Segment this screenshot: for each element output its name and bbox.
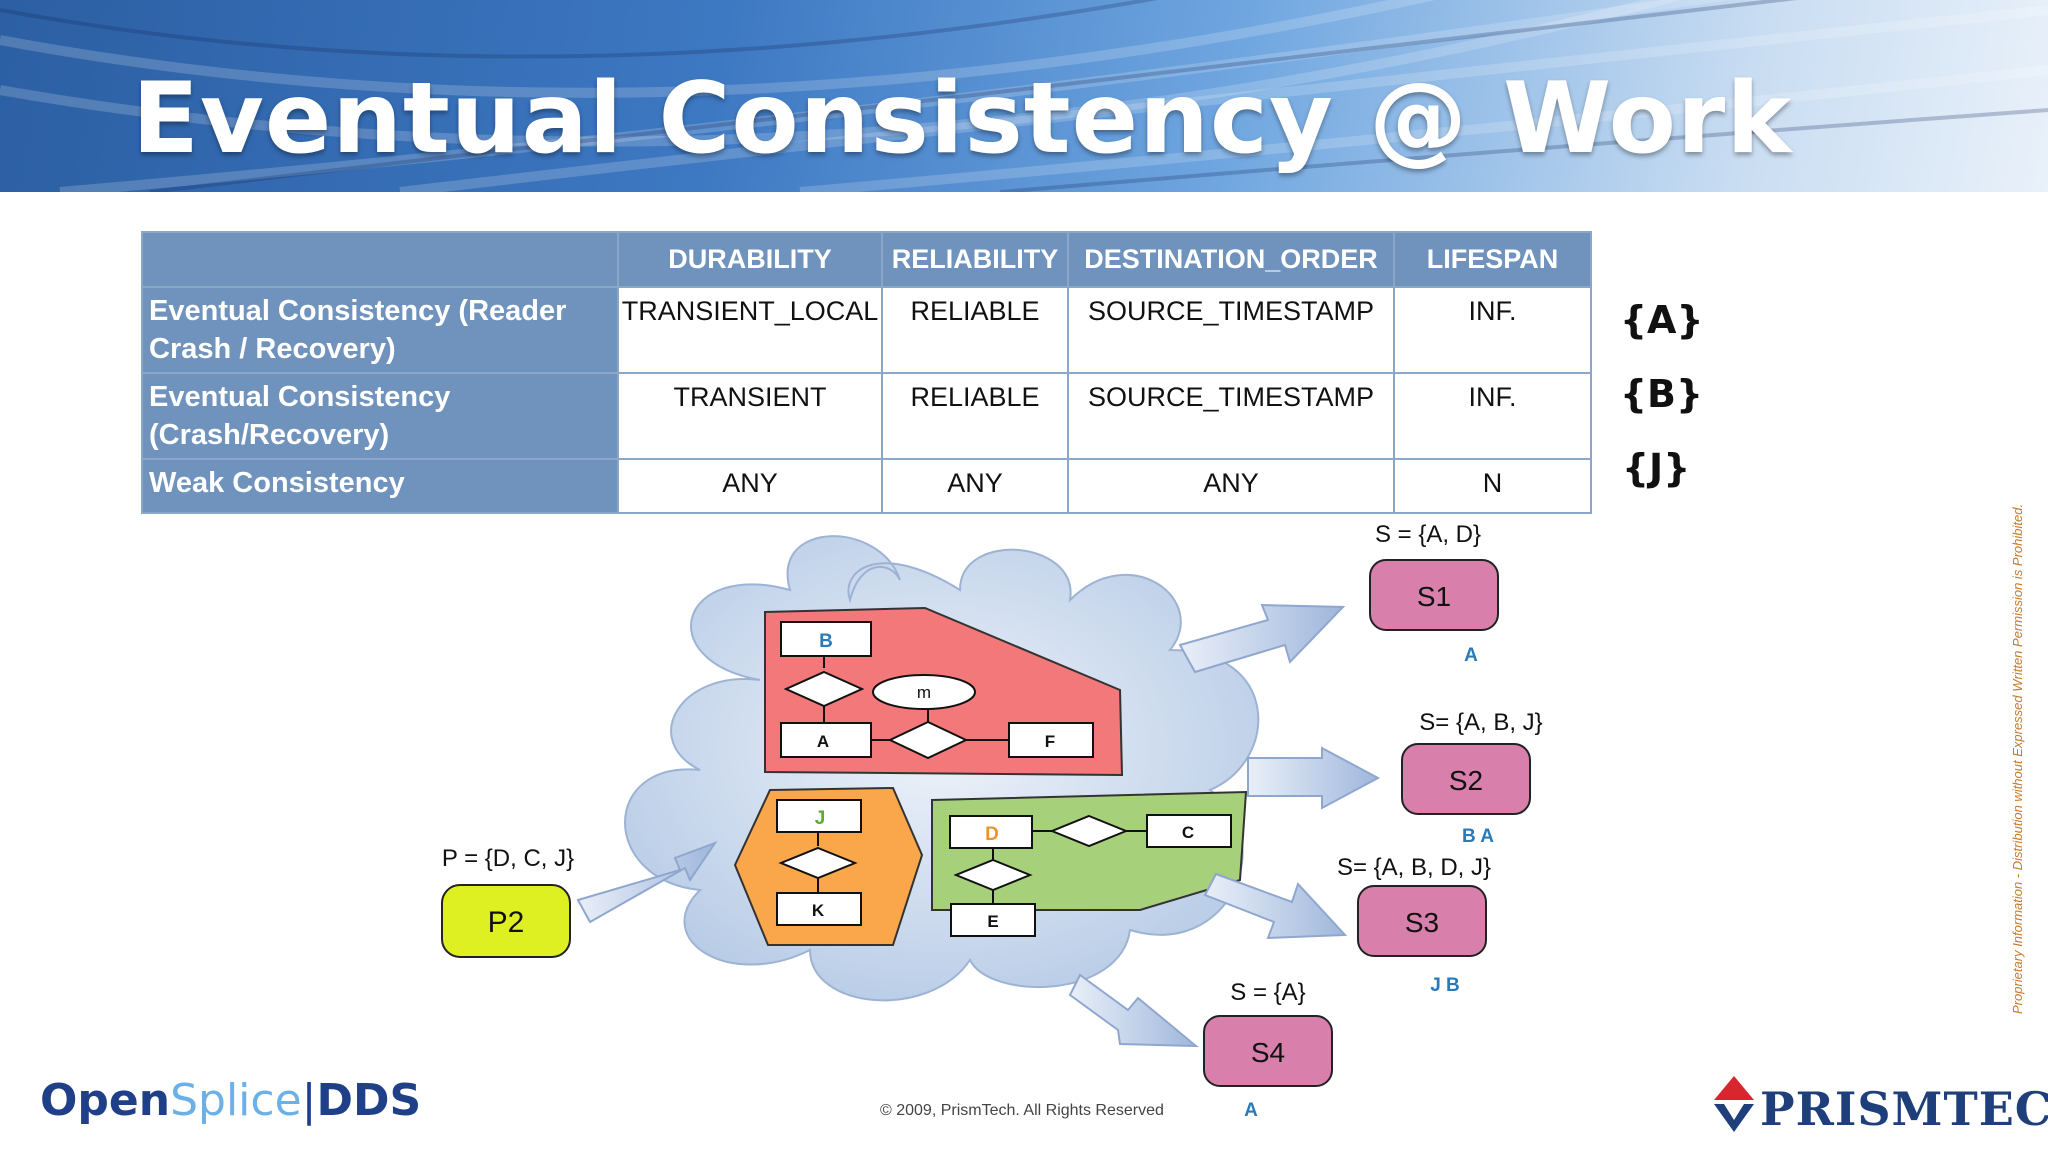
subscriber-set-label: S= {A, B, J} bbox=[1419, 709, 1542, 736]
topic-label: K bbox=[812, 901, 825, 920]
topic-box bbox=[776, 799, 862, 833]
copyright-notice: © 2009, PrismTech. All Rights Reserved bbox=[880, 1102, 1164, 1119]
publisher-set-label: P = {D, C, J} bbox=[442, 845, 574, 872]
deliver-arrow-s1 bbox=[1178, 603, 1346, 674]
subscriber-label: S1 bbox=[1417, 581, 1451, 612]
table-cell: N bbox=[1393, 458, 1592, 514]
entity-ellipse bbox=[872, 674, 976, 710]
table-cell: RELIABLE bbox=[881, 286, 1069, 374]
topic-box bbox=[950, 903, 1036, 937]
prismtech-logo: PRISMTECH bbox=[1712, 1070, 2048, 1140]
deliver-arrow-s2 bbox=[1247, 746, 1381, 810]
topic-label: B bbox=[819, 631, 833, 652]
table-cell: TRANSIENT bbox=[617, 372, 883, 460]
logo-open-text: Open bbox=[40, 1075, 171, 1126]
table-cell: INF. bbox=[1393, 286, 1592, 374]
column-header-destination-order: DESTINATION_ORDER bbox=[1067, 231, 1395, 288]
orange-topic-group: J K bbox=[733, 786, 924, 946]
set-label-a: {A} bbox=[1620, 298, 1704, 342]
table-corner-cell bbox=[141, 231, 619, 288]
subscriber-s4: S = {A} S4 A bbox=[1203, 979, 1333, 1121]
subscriber-s2: S= {A, B, J} S2 B A bbox=[1401, 709, 1543, 847]
topic-label: D bbox=[985, 824, 999, 845]
publisher-p2: P = {D, C, J} P2 bbox=[441, 845, 574, 958]
publisher-node bbox=[441, 884, 571, 958]
subscriber-set-label: S = {A} bbox=[1230, 979, 1305, 1006]
publisher-label: P2 bbox=[488, 906, 525, 939]
subscriber-node bbox=[1203, 1015, 1333, 1087]
topic-label: C bbox=[1182, 823, 1194, 842]
column-header-lifespan: LIFESPAN bbox=[1393, 231, 1592, 288]
table-cell: INF. bbox=[1393, 372, 1592, 460]
flow-arrows bbox=[576, 603, 1381, 1048]
subscriber-s3: S= {A, B, D, J} S3 J B bbox=[1337, 854, 1491, 996]
topic-box bbox=[1008, 722, 1094, 758]
table-cell: SOURCE_TIMESTAMP bbox=[1067, 286, 1395, 374]
subscriber-node bbox=[1369, 559, 1499, 631]
logo-splice-text: Splice bbox=[170, 1075, 302, 1126]
prismtech-wordmark: PRISMTECH bbox=[1760, 1082, 2048, 1136]
set-label-j: {J} bbox=[1622, 446, 1691, 490]
received-topics: A bbox=[1244, 1100, 1258, 1121]
set-label-b: {B} bbox=[1620, 372, 1704, 416]
relation-diamond bbox=[887, 720, 969, 760]
subscriber-node bbox=[1401, 743, 1531, 815]
topic-label: A bbox=[817, 732, 829, 751]
topic-box bbox=[780, 621, 872, 657]
slide-title: Eventual Consistency @ Work bbox=[132, 62, 1793, 176]
green-topic-group: D C E bbox=[931, 790, 1248, 937]
table-cell: ANY bbox=[617, 458, 883, 514]
column-header-reliability: RELIABILITY bbox=[881, 231, 1069, 288]
title-banner: Eventual Consistency @ Work bbox=[0, 0, 2048, 192]
proprietary-notice: Proprietary Information - Distribution w… bbox=[2010, 503, 2025, 1014]
red-topic-group: B A F m bbox=[764, 606, 1124, 777]
subscriber-label: S3 bbox=[1405, 907, 1439, 938]
table-row: Eventual Consistency (Crash/Recovery) TR… bbox=[141, 372, 1592, 460]
subscriber-node bbox=[1357, 885, 1487, 957]
logo-dds-text: DDS bbox=[316, 1075, 422, 1126]
table-cell: TRANSIENT_LOCAL bbox=[617, 286, 883, 374]
opensplice-dds-logo: OpenSplice|DDS bbox=[40, 1075, 421, 1126]
relation-diamond bbox=[1049, 814, 1129, 848]
table-cell: ANY bbox=[1067, 458, 1395, 514]
table-cell: RELIABLE bbox=[881, 372, 1069, 460]
table-header-row: DURABILITY RELIABILITY DESTINATION_ORDER… bbox=[141, 231, 1592, 288]
deliver-arrow-s3 bbox=[1203, 872, 1348, 940]
row-header: Weak Consistency bbox=[141, 458, 619, 514]
topic-label: J bbox=[815, 808, 826, 829]
row-header: Eventual Consistency (Crash/Recovery) bbox=[141, 372, 619, 460]
row-header: Eventual Consistency (Reader Crash / Rec… bbox=[141, 286, 619, 374]
logo-separator: | bbox=[301, 1075, 317, 1126]
received-topics: J B bbox=[1430, 975, 1460, 996]
qos-policy-table: DURABILITY RELIABILITY DESTINATION_ORDER… bbox=[141, 231, 1592, 514]
table-cell: SOURCE_TIMESTAMP bbox=[1067, 372, 1395, 460]
subscriber-s1: S = {A, D} S1 A bbox=[1369, 521, 1499, 666]
received-topics: A bbox=[1464, 645, 1478, 666]
topic-box bbox=[776, 892, 862, 926]
table-row: Eventual Consistency (Reader Crash / Rec… bbox=[141, 286, 1592, 374]
subscriber-set-label: S = {A, D} bbox=[1375, 521, 1481, 548]
deliver-arrow-s4 bbox=[1068, 973, 1199, 1048]
topic-box bbox=[949, 815, 1033, 849]
entity-label: m bbox=[917, 683, 931, 702]
table-row: Weak Consistency ANY ANY ANY N bbox=[141, 458, 1592, 514]
topic-box bbox=[1146, 814, 1232, 848]
subscriber-set-label: S= {A, B, D, J} bbox=[1337, 854, 1491, 881]
subscriber-label: S4 bbox=[1251, 1037, 1285, 1068]
topic-label: F bbox=[1045, 732, 1055, 751]
table-cell: ANY bbox=[881, 458, 1069, 514]
banner-pattern bbox=[0, 0, 2048, 192]
topic-label: E bbox=[987, 912, 998, 931]
prism-icon bbox=[1714, 1076, 1754, 1132]
subscriber-label: S2 bbox=[1449, 765, 1483, 796]
received-topics: B A bbox=[1462, 826, 1494, 847]
publish-arrow bbox=[576, 840, 718, 924]
column-header-durability: DURABILITY bbox=[617, 231, 883, 288]
